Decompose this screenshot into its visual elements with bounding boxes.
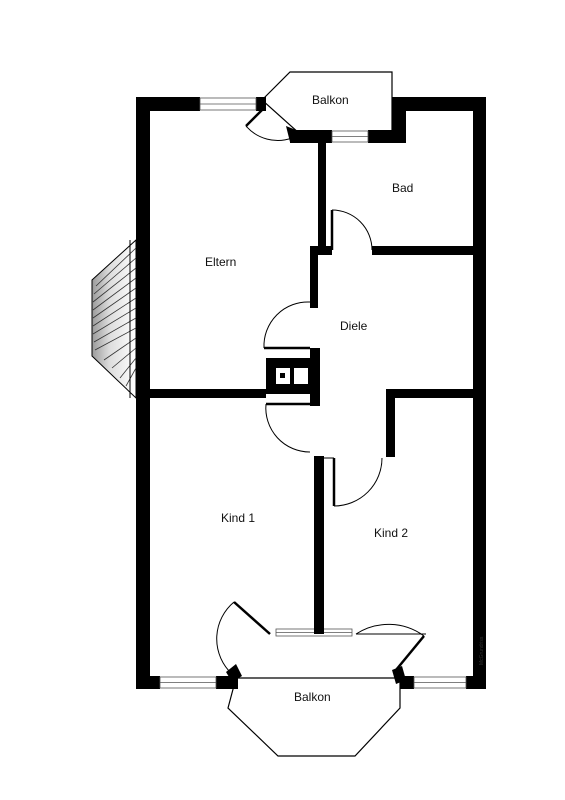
room-label-kind1: Kind 1 xyxy=(221,511,255,525)
chimney-dot xyxy=(280,373,285,378)
room-label-kind2: Kind 2 xyxy=(374,526,408,540)
exterior-walls xyxy=(136,97,486,689)
room-label-balkon-top: Balkon xyxy=(312,93,349,107)
doors xyxy=(216,107,426,675)
room-label-balkon-bottom: Balkon xyxy=(294,690,331,704)
credit-text: McGrundriss xyxy=(479,636,485,665)
room-label-diele: Diele xyxy=(340,319,368,333)
room-label-eltern: Eltern xyxy=(205,255,236,269)
interior-walls xyxy=(150,143,476,634)
room-label-bad: Bad xyxy=(392,181,413,195)
bay-window-stairs xyxy=(91,238,137,400)
door-jambs xyxy=(226,664,406,684)
